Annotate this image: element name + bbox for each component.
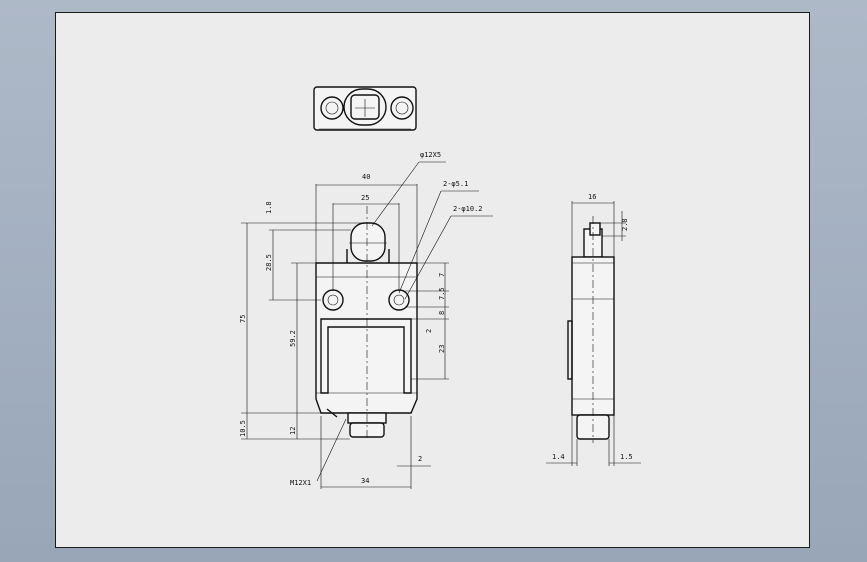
- front-dimensions: [241, 161, 493, 489]
- dim-thread-length: 12: [289, 427, 297, 435]
- dim-roller-height: 28.5: [265, 254, 273, 271]
- technical-drawing: φ12X5 2-φ5.1 2-φ10.2 40 25 1.8 28.5 75 5…: [239, 86, 641, 489]
- dim-slot-depth: 2: [425, 329, 433, 333]
- dim-roller-callout: φ12X5: [420, 151, 441, 159]
- dim-base-width: 34: [361, 477, 369, 485]
- dim-side-roller: 2.8: [621, 218, 629, 231]
- dim-hole-spacing: 25: [361, 194, 369, 202]
- dim-roller-offset: 1.8: [265, 201, 273, 214]
- drawing-sheet: φ12X5 2-φ5.1 2-φ10.2 40 25 1.8 28.5 75 5…: [55, 12, 810, 548]
- dim-right-offset: 2: [418, 455, 422, 463]
- dim-hole-to-slot: 8: [438, 311, 446, 315]
- dim-thread-spec: M12X1: [290, 479, 311, 487]
- dim-hole-pitch: 7.5: [438, 287, 446, 300]
- dim-side-width: 16: [588, 193, 596, 201]
- dim-top-to-hole: 7: [438, 273, 446, 277]
- dim-body-height: 59.2: [289, 330, 297, 347]
- top-view: [313, 86, 417, 131]
- dim-side-left-offset: 1.4: [552, 453, 565, 461]
- side-dimensions: [546, 201, 641, 466]
- dim-overall-width: 40: [362, 173, 370, 181]
- front-view: [315, 206, 418, 441]
- dim-bottom-offset: 10.5: [239, 420, 247, 437]
- side-view: [567, 216, 615, 443]
- dim-side-right-offset: 1.5: [620, 453, 633, 461]
- dim-total-height: 75: [239, 315, 247, 323]
- dim-hole-large: 2-φ10.2: [453, 205, 483, 213]
- dim-slot-height: 23: [438, 345, 446, 353]
- dim-hole-small: 2-φ5.1: [443, 180, 468, 188]
